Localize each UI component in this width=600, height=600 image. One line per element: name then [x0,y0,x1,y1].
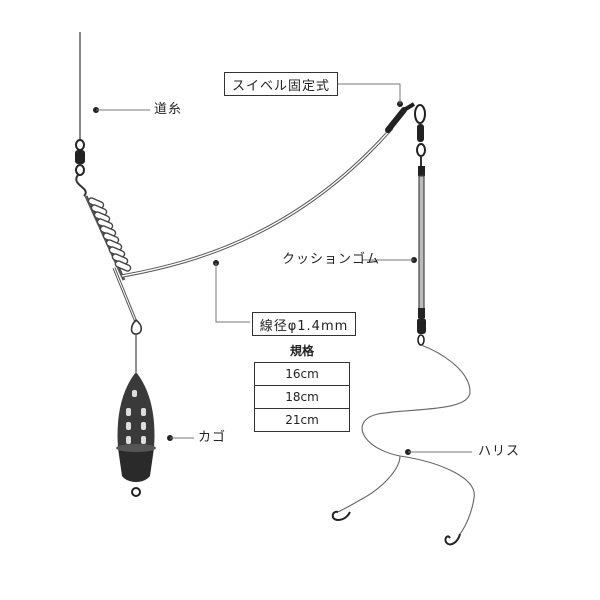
spec-cell: 21cm [254,408,350,432]
spec-title: 規格 [289,344,314,358]
label-swivel: スイベル固定式 [224,72,338,96]
label-harisu: ハリス [478,444,521,459]
label-diameter: 線径φ1.4mm [252,312,356,336]
right-swivel [385,102,426,157]
basket [116,372,156,497]
table-row: 16cm [254,362,350,386]
arm-wire [121,126,394,278]
spec-cell: 18cm [254,385,350,409]
label-kago: カゴ [198,430,227,445]
spec-cell: 16cm [254,362,350,386]
label-cushion: クッションゴム [282,252,381,267]
top-swivel [75,139,87,197]
coil-wrap [84,195,132,281]
lower-wire [112,267,143,372]
table-row: 18cm [254,385,350,409]
label-pointers [93,83,472,455]
spec-table: 16cm 18cm 21cm [254,362,350,432]
table-row: 21cm [254,408,350,432]
leader-line [337,344,475,535]
cushion-rubber [417,156,426,346]
hook-left [331,510,351,522]
hook-right [444,533,461,546]
label-michiito: 道糸 [154,102,183,117]
